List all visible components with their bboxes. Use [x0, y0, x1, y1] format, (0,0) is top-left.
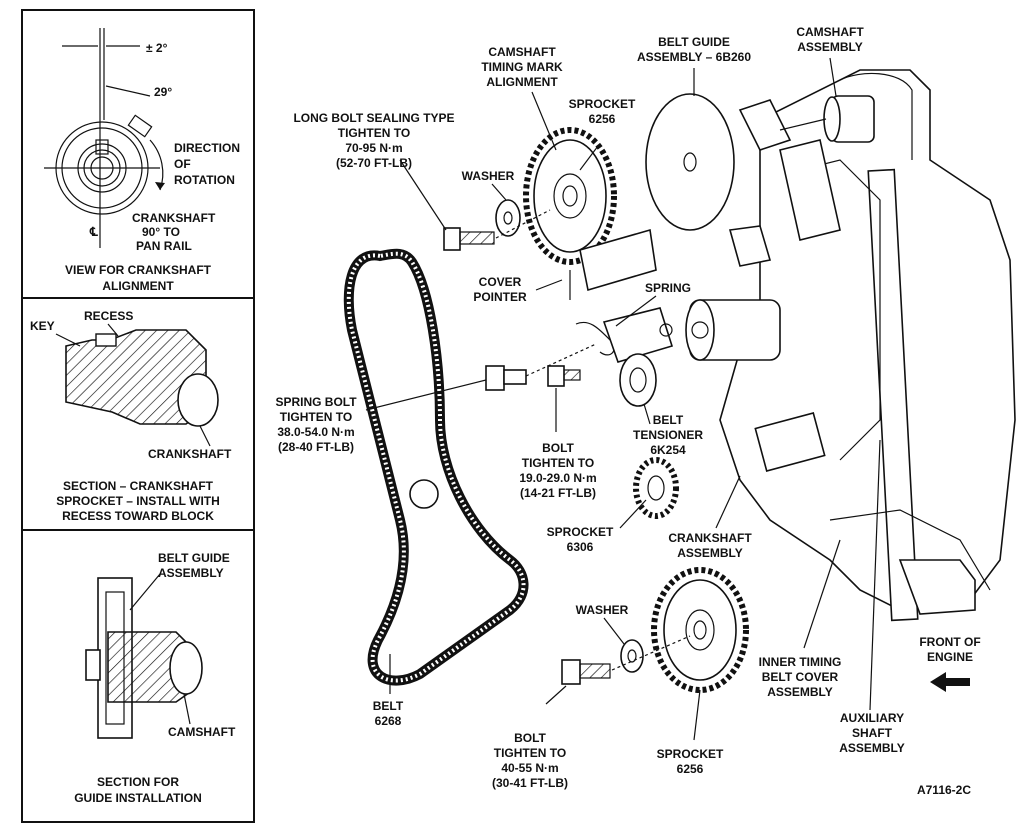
- spring-bolt-label-2: TIGHTEN TO: [280, 410, 352, 424]
- recess-label: RECESS: [84, 309, 133, 323]
- front-engine-label-2: ENGINE: [927, 650, 973, 664]
- sprocket-mid-label-1: SPROCKET: [547, 525, 614, 539]
- direction-label-1: DIRECTION: [174, 141, 240, 155]
- bolt-bottom-label-2: TIGHTEN TO: [494, 746, 566, 760]
- belt-guide-label-2: ASSEMBLY – 6B260: [637, 50, 751, 64]
- camshaft-assembly: [779, 95, 875, 143]
- belt-label-2: 6268: [375, 714, 402, 728]
- washer-top-label: WASHER: [462, 169, 515, 183]
- crankshaft-section-label: CRANKSHAFT: [148, 447, 232, 461]
- long-bolt-label-4: (52-70 FT-LB): [336, 156, 412, 170]
- bolt-mid-label-1: BOLT: [542, 441, 574, 455]
- sprocket-caption-2: SPROCKET – INSTALL WITH: [56, 494, 220, 508]
- guide-caption-1: SECTION FOR: [97, 775, 179, 789]
- washer-bottom: [620, 639, 644, 673]
- sprocket-top-label-2: 6256: [589, 112, 616, 126]
- angle-tolerance-label: ± 2°: [146, 41, 168, 55]
- spring-bolt-label-3: 38.0-54.0 N·m: [277, 425, 354, 439]
- bolt-mid-label-3: 19.0-29.0 N·m: [519, 471, 596, 485]
- camshaft-section-label: CAMSHAFT: [168, 725, 236, 739]
- sprocket-bottom-label-1: SPROCKET: [657, 747, 724, 761]
- guide-section-view: BELT GUIDE ASSEMBLY CAMSHAFT SECTION FOR…: [74, 551, 236, 805]
- bolt-mid-label-4: (14-21 FT-LB): [520, 486, 596, 500]
- crank-text-2: 90° TO: [142, 225, 180, 239]
- spring-label: SPRING: [645, 281, 691, 295]
- sprocket-mid-label-2: 6306: [567, 540, 594, 554]
- crank-text-1: CRANKSHAFT: [132, 211, 216, 225]
- guide-caption-2: GUIDE INSTALLATION: [74, 791, 202, 805]
- aux-sprocket-bottom: [651, 567, 749, 693]
- cover-pointer-label-2: POINTER: [473, 290, 527, 304]
- bolt-bottom-label-1: BOLT: [514, 731, 546, 745]
- bottom-bolt: [561, 635, 691, 685]
- inner-cover-label-2: BELT COVER: [762, 670, 839, 684]
- crankshaft-assembly-label-1: CRANKSHAFT: [668, 531, 752, 545]
- cover-pointer-label-1: COVER: [479, 275, 522, 289]
- front-engine-label-1: FRONT OF: [919, 635, 980, 649]
- engine-block: [685, 69, 1016, 622]
- bolt-bottom-label-3: 40-55 N·m: [501, 761, 558, 775]
- direction-label-2: OF: [174, 157, 191, 171]
- aux-shaft-label-3: ASSEMBLY: [839, 741, 905, 755]
- crank-view-caption-1: VIEW FOR CRANKSHAFT: [65, 263, 212, 277]
- belt-guide-disc: [645, 93, 735, 231]
- sprocket-caption-3: RECESS TOWARD BLOCK: [62, 509, 214, 523]
- belt-tensioner-label-1: BELT: [653, 413, 684, 427]
- belt-tensioner-label-3: 6K254: [650, 443, 686, 457]
- belt-tensioner-label-2: TENSIONER: [633, 428, 703, 442]
- angle-29-label: 29°: [154, 85, 172, 99]
- main-labels: CAMSHAFT TIMING MARK ALIGNMENT BELT GUID…: [275, 25, 980, 797]
- long-bolt-label-2: TIGHTEN TO: [338, 126, 410, 140]
- washer-bottom-label: WASHER: [576, 603, 629, 617]
- camshaft-timing-label-2: TIMING MARK: [481, 60, 563, 74]
- cam-sprocket-top: [523, 127, 617, 265]
- belt-label-1: BELT: [373, 699, 404, 713]
- mid-bolt: [547, 365, 581, 387]
- inner-cover-label-1: INNER TIMING: [759, 655, 842, 669]
- inner-cover-label-3: ASSEMBLY: [767, 685, 833, 699]
- key-label: KEY: [30, 319, 55, 333]
- aux-shaft-label-2: SHAFT: [852, 726, 893, 740]
- crank-sprocket: [633, 457, 679, 519]
- front-of-engine-arrow-icon: [930, 672, 970, 692]
- camshaft-assembly-label-1: CAMSHAFT: [796, 25, 864, 39]
- spring-bolt-label-1: SPRING BOLT: [275, 395, 357, 409]
- spring-bolt-label-4: (28-40 FT-LB): [278, 440, 354, 454]
- long-bolt: [443, 209, 551, 251]
- crankshaft-assembly-label-2: ASSEMBLY: [677, 546, 743, 560]
- long-bolt-label-3: 70-95 N·m: [345, 141, 402, 155]
- centerline-symbol: ℄: [89, 225, 98, 239]
- bolt-bottom-label-4: (30-41 FT-LB): [492, 776, 568, 790]
- belt-guide-section-label-1: BELT GUIDE: [158, 551, 230, 565]
- bolt-mid-label-2: TIGHTEN TO: [522, 456, 594, 470]
- sprocket-caption-1: SECTION – CRANKSHAFT: [63, 479, 214, 493]
- camshaft-timing-label-1: CAMSHAFT: [488, 45, 556, 59]
- belt-guide-label-1: BELT GUIDE: [658, 35, 730, 49]
- tensioner-assembly: [575, 307, 674, 407]
- camshaft-assembly-label-2: ASSEMBLY: [797, 40, 863, 54]
- crankshaft-alignment-view: ± 2° 29° DIRECTION OF ROTATION CRANKSHAF…: [44, 28, 240, 293]
- washer-top: [495, 199, 521, 237]
- sprocket-section-view: KEY RECESS CRANKSHAFT SECTION – CRANKSHA…: [30, 309, 232, 523]
- long-bolt-label-1: LONG BOLT SEALING TYPE: [293, 111, 454, 125]
- cover-pointer: [569, 228, 657, 300]
- direction-label-3: ROTATION: [174, 173, 235, 187]
- left-panel-frame: [21, 9, 255, 823]
- spring-bolt: [485, 343, 597, 391]
- sprocket-top-label-1: SPROCKET: [569, 97, 636, 111]
- crank-text-3: PAN RAIL: [136, 239, 192, 253]
- belt-guide-section-label-2: ASSEMBLY: [158, 566, 224, 580]
- camshaft-timing-label-3: ALIGNMENT: [486, 75, 558, 89]
- crank-view-caption-2: ALIGNMENT: [102, 279, 174, 293]
- leader-lines: [365, 57, 881, 741]
- aux-shaft-label-1: AUXILIARY: [840, 711, 904, 725]
- timing-belt: [343, 248, 529, 686]
- sprocket-bottom-label-2: 6256: [677, 762, 704, 776]
- figure-id: A7116-2C: [917, 783, 971, 797]
